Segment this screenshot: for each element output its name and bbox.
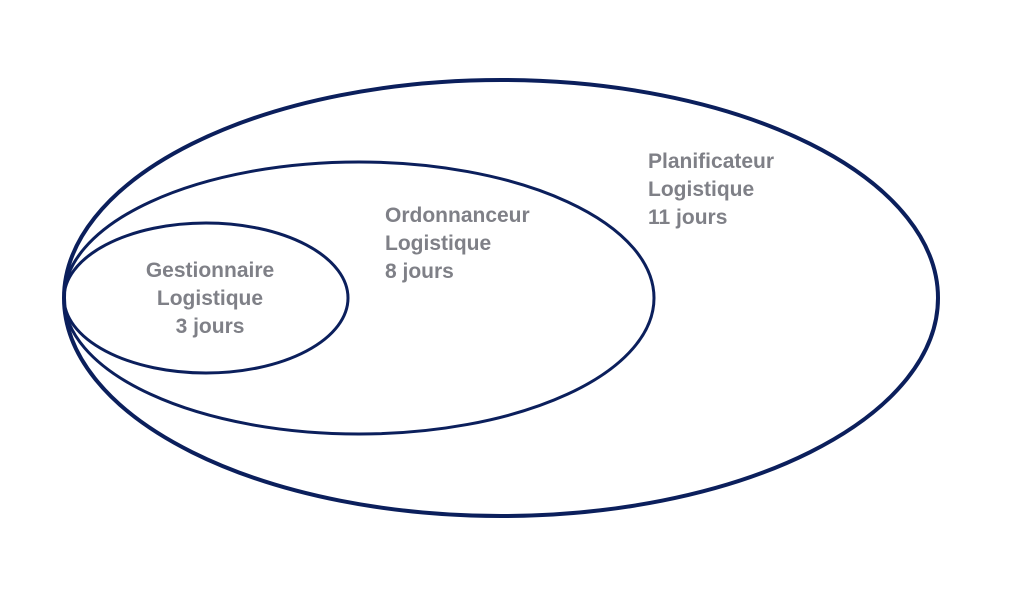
role-name: Ordonnanceur: [385, 204, 530, 227]
role-name: Gestionnaire: [145, 259, 275, 282]
role-duration: 11 jours: [648, 206, 728, 229]
role-duration: 3 jours: [175, 315, 245, 338]
inner-ellipse-gestionnaire: [62, 221, 350, 375]
role-name: Planificateur: [648, 150, 775, 173]
label-planificateur: Planificateur Logistique 11 jours: [648, 148, 774, 232]
label-gestionnaire: Gestionnaire Logistique 3 jours: [120, 257, 300, 341]
role-domain: Logistique: [156, 287, 264, 310]
role-duration: 8 jours: [385, 260, 454, 283]
role-domain: Logistique: [385, 232, 492, 255]
role-domain: Logistique: [648, 178, 755, 201]
label-ordonnanceur: Ordonnanceur Logistique 8 jours: [385, 202, 530, 286]
